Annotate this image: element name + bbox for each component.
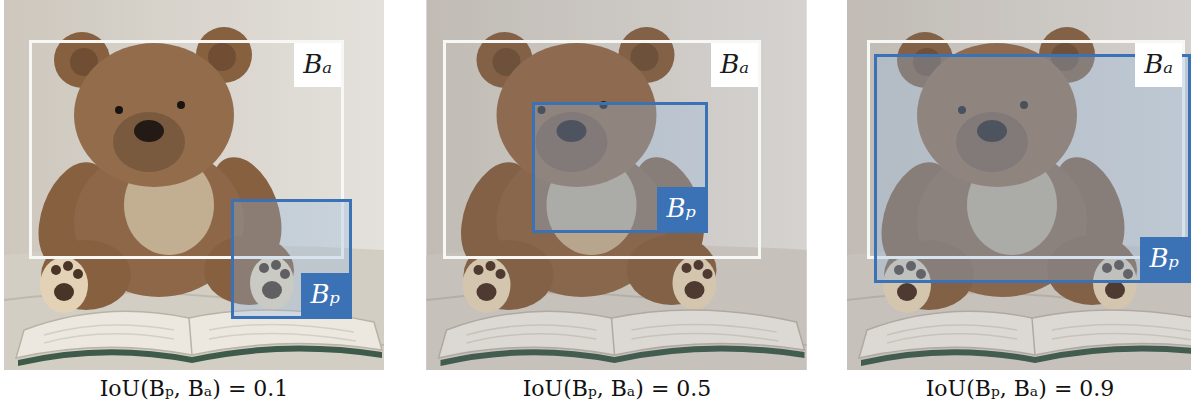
iou-caption: IoU(Bₚ, Bₐ) = 0.9 (926, 376, 1115, 401)
box-label: Bₐ (294, 43, 341, 87)
box-label: Bₚ (1140, 237, 1188, 281)
teddy-bear-photo (427, 0, 807, 370)
box-label: Bₚ (657, 187, 705, 231)
predicted-box: Bₚ (874, 54, 1191, 283)
box-label: Bₚ (301, 273, 349, 317)
teddy-bear-photo (847, 0, 1191, 370)
teddy-bear-photo (4, 0, 384, 370)
box-label: Bₐ (711, 43, 758, 87)
dim-overlay (426, 0, 807, 370)
anchor-box: BₐBₚ (443, 40, 761, 259)
dim-overlay (847, 0, 1191, 370)
predicted-box: Bₚ (231, 199, 352, 319)
box-label: Bₐ (1135, 43, 1182, 87)
predicted-box: Bₚ (532, 102, 708, 233)
iou-caption: IoU(Bₚ, Bₐ) = 0.1 (100, 376, 289, 401)
iou-caption: IoU(Bₚ, Bₐ) = 0.5 (523, 376, 712, 401)
